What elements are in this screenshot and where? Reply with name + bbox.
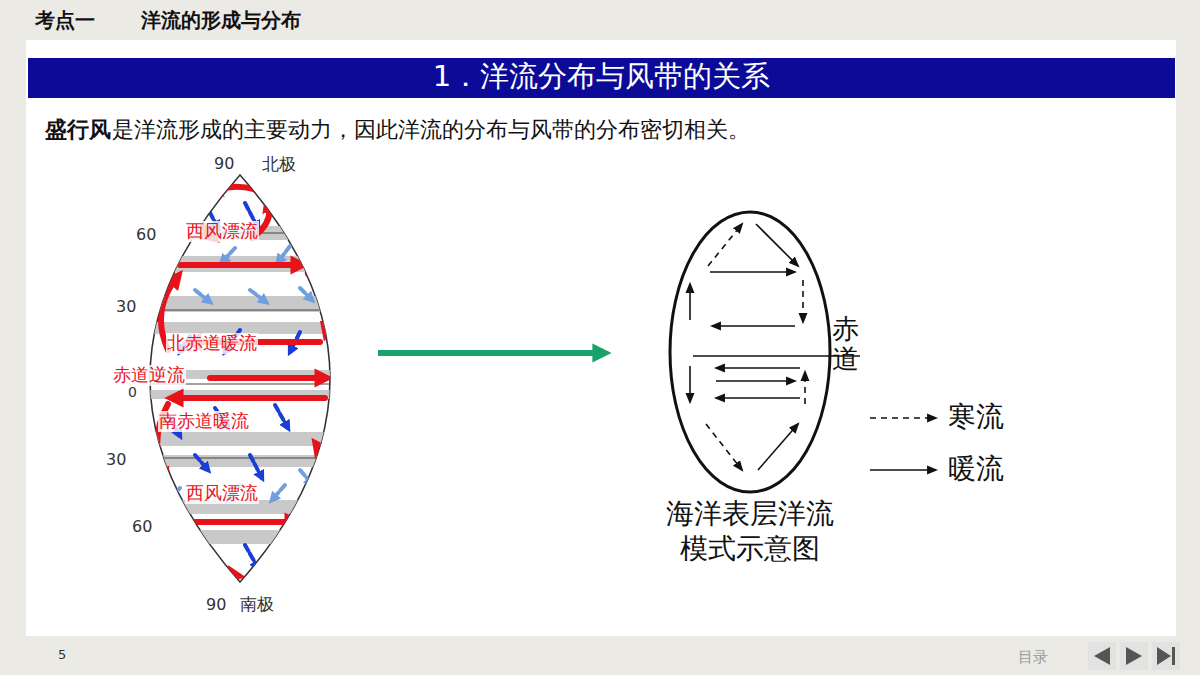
slide-title: 1．洋流分布与风带的关系 <box>28 60 1175 93</box>
current-name: 赤道逆流 <box>112 365 186 386</box>
body-text: 是洋流形成的主要动力，因此洋流的分布与风带的分布密切相关。 <box>112 117 750 142</box>
diagram-caption: 海洋表层洋流 模式示意图 <box>662 496 838 566</box>
latitude-number: 30 <box>116 298 136 316</box>
section-title: 洋流的形成与分布 <box>141 9 301 32</box>
equator-label: 赤道 <box>832 314 859 373</box>
globe-illustration <box>100 175 400 582</box>
current-name: 西风漂流 <box>185 483 259 504</box>
latitude-number: 90 <box>214 155 234 173</box>
latitude-number: 30 <box>106 451 126 469</box>
latitude-number: 60 <box>136 226 156 244</box>
page-number: 5 <box>58 648 66 663</box>
globe-diagram: 西风漂流北赤道暖流赤道逆流南赤道暖流西风漂流 <box>100 165 360 595</box>
legend-text: 暖流 <box>948 453 1004 485</box>
transition-arrow <box>378 350 602 356</box>
latitude-number: 90 <box>206 596 226 614</box>
current-name: 南赤道暖流 <box>158 411 250 432</box>
pole-label: 南极 <box>240 595 274 615</box>
current-model-illustration <box>670 212 860 492</box>
legend-cold-line <box>870 417 936 419</box>
latitude-number: 0 <box>128 384 137 400</box>
contents-link: 目录 <box>1018 649 1048 666</box>
section-label: 考点一 <box>35 9 95 32</box>
nav-buttons <box>1088 642 1180 670</box>
latitude-number: 60 <box>132 518 152 536</box>
legend-warm-line <box>870 469 936 471</box>
pole-label: 北极 <box>262 155 296 175</box>
current-model-diagram: 海洋表层洋流 模式示意图 <box>662 210 838 575</box>
current-name: 西风漂流 <box>185 221 259 242</box>
legend-text: 寒流 <box>948 401 1004 433</box>
slide-card <box>26 40 1176 636</box>
current-name: 北赤道暖流 <box>166 333 258 354</box>
title-banner <box>28 58 1175 98</box>
body-keyword: 盛行风 <box>45 117 111 142</box>
